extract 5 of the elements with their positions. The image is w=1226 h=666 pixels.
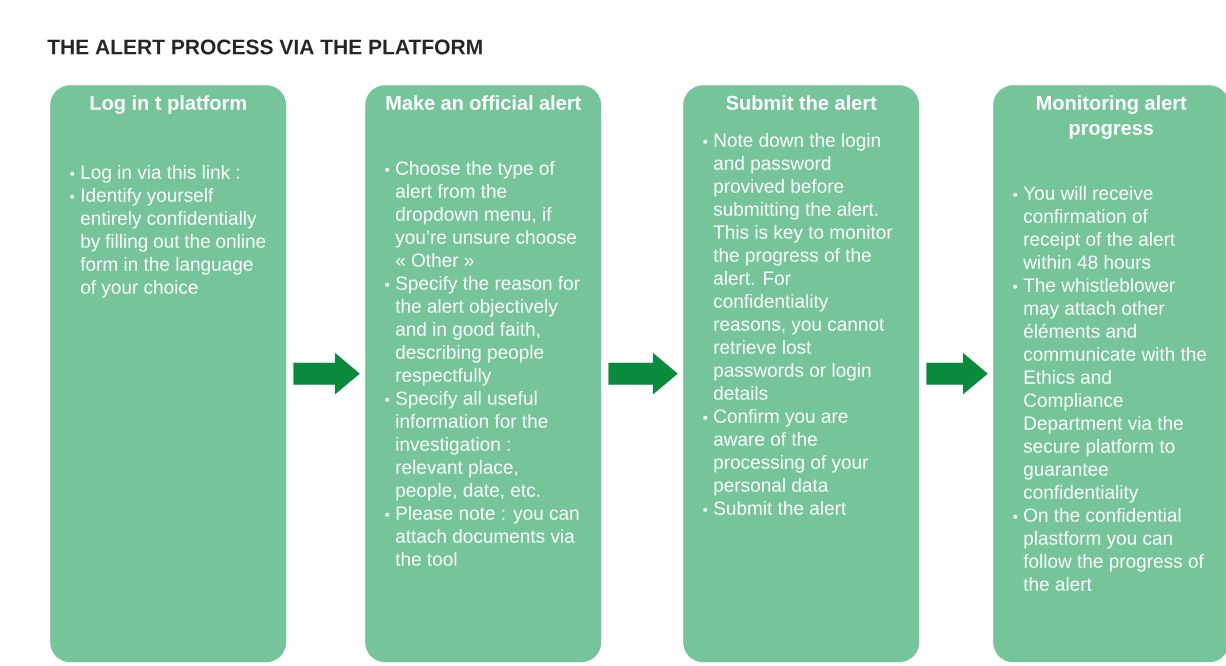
title: THE ALERT PROCESS VIA THE PLATFORM [47, 39, 482, 55]
step-box: Monitoring alert progress You will receive confirmation of receipt of the alert within 48 hours The whistleblower may attach other éléments and communicate with the Ethics and Compliance Department via the secure platform to guarantee confidentiality On the confidential plastform you can follow the progress of the alert [993, 85, 1226, 663]
step-box: Submit the alert Note down the login and password provived before submitting the alert. This is key to monitor the progress of the alert. For confidentiality reasons, you cannot retrieve lost passwords or login details Confirm you are aware of the processing of your personal data Submit the alert [683, 85, 920, 663]
step-box: Log in t platform Log in via this link : Identify yourself entirely confidentially by filling out the online form in the language of your choice [50, 85, 287, 663]
step-box: Make an official alert Choose the type of alert from the dropdown menu, if you’re unsure choose « Other » Specify the reason for the alert objectively and in good faith, describing people respectfully Specify all useful information for the investigation : relevant place, people, date, etc. Please note : you can attach documents via the tool [365, 85, 602, 663]
